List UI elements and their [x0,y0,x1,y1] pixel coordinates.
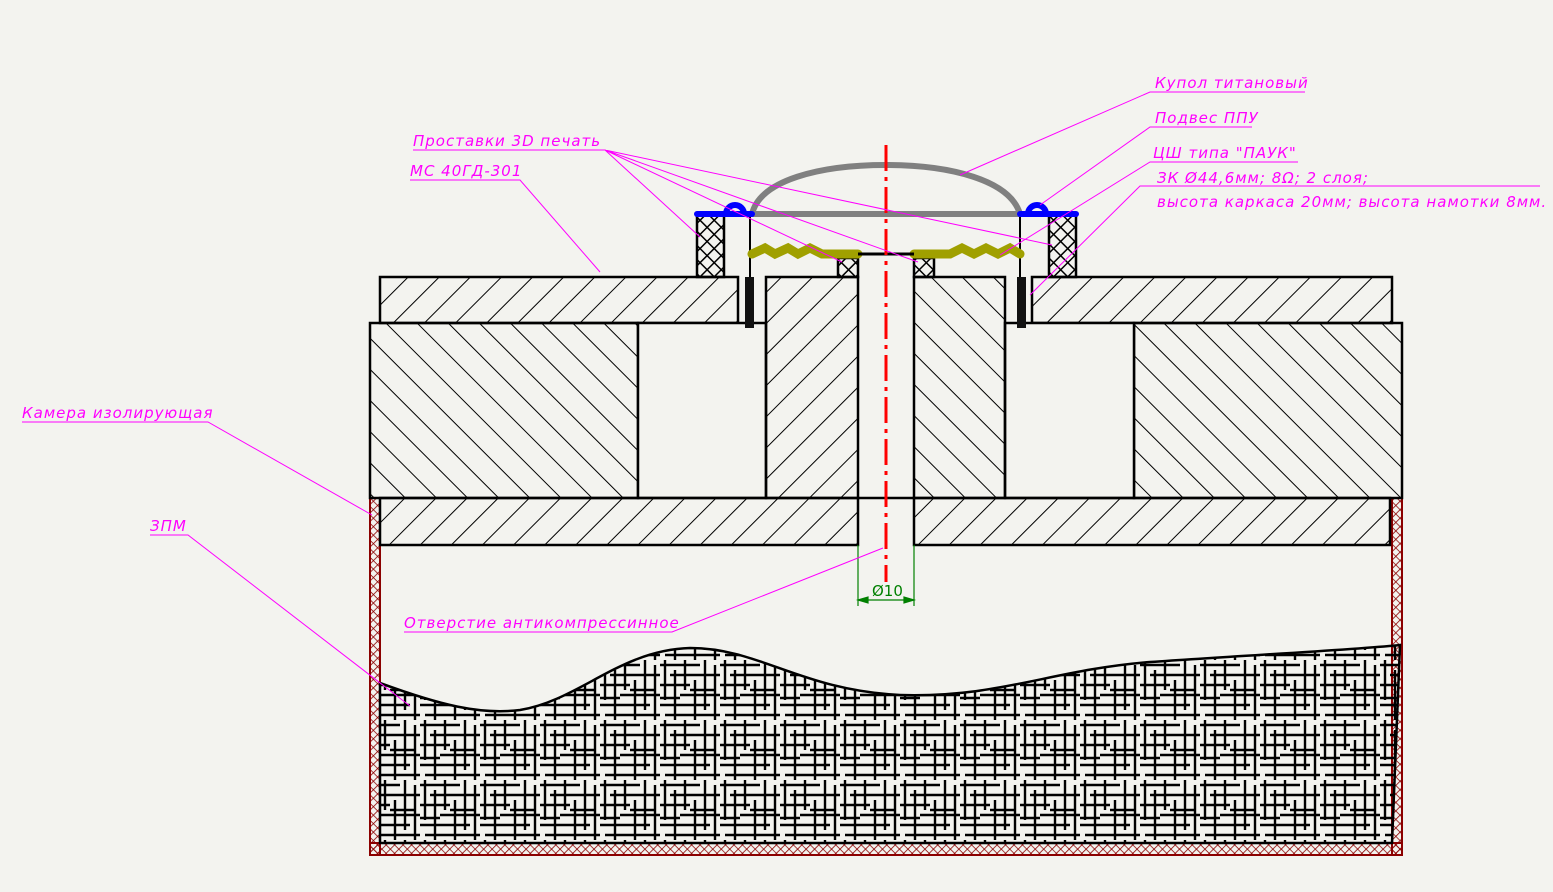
magnet-system [368,275,1404,547]
hole-diameter-label: Ø10 [872,582,903,600]
label-surround: Подвес ППУ [1155,109,1259,127]
sound-absorbing-foam [378,643,1402,845]
label-voice-coil-2: высота каркаса 20мм; высота намотки 8мм. [1157,193,1547,211]
label-voice-coil-1: ЗК Ø44,6мм; 8Ω; 2 слоя; [1157,169,1369,187]
label-magnet: МС 40ГД-301 [410,162,522,180]
label-vent: Отверстие антикомпрессинное [404,614,680,632]
label-spider: ЦШ типа "ПАУК" [1153,144,1297,162]
leader-lines [22,91,1540,707]
spider [747,242,1025,260]
voice-coil [745,213,1026,328]
hole-dimension [855,545,917,606]
printed-spacers [695,211,1078,279]
label-chamber: Камера изолирующая [22,404,213,422]
label-foam: ЗПМ [150,517,187,535]
label-dome: Купол титановый [1155,74,1309,92]
label-spacers: Проставки 3D печать [413,132,601,150]
